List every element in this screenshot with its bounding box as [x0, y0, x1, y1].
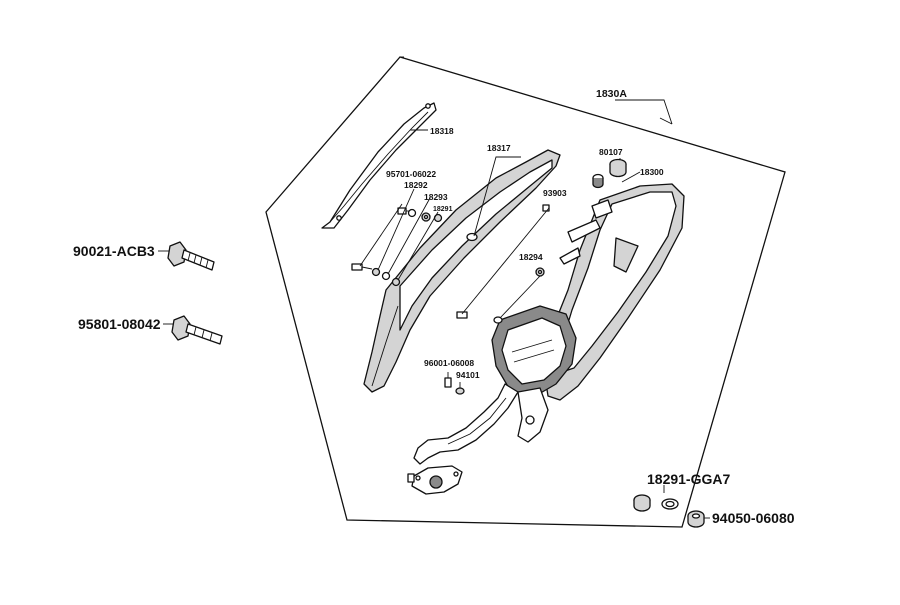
label-assembly-1830a: 1830A	[596, 88, 627, 100]
label-94101: 94101	[456, 370, 480, 380]
label-18293: 18293	[424, 192, 448, 202]
label-80107: 80107	[599, 147, 623, 157]
label-18292: 18292	[404, 180, 428, 190]
bolt-90021-part	[167, 241, 215, 271]
label-95801-08042: 95801-08042	[78, 316, 161, 332]
gasket-18291-gga7-part	[633, 494, 679, 512]
label-18294: 18294	[519, 252, 543, 262]
label-18317: 18317	[487, 143, 511, 153]
label-96001-06008: 96001-06008	[424, 358, 474, 368]
label-95701-06022: 95701-06022	[386, 169, 436, 179]
label-93903: 93903	[543, 188, 567, 198]
assembly-frame	[265, 56, 786, 528]
label-18291-gga7: 18291-GGA7	[647, 471, 730, 487]
nut-94050-part	[687, 510, 705, 528]
muffler-part	[491, 183, 685, 443]
cap-part	[592, 158, 627, 189]
label-90021-acb3: 90021-ACB3	[73, 243, 155, 259]
label-18291: 18291	[433, 206, 453, 213]
label-94050-06080: 94050-06080	[712, 510, 795, 526]
label-18318: 18318	[430, 126, 454, 136]
label-18300: 18300	[640, 167, 664, 177]
heat-shield-part	[363, 149, 561, 393]
bolt-95801-part	[171, 315, 223, 345]
heat-shield-cover-part	[321, 102, 437, 229]
small-fasteners	[351, 204, 550, 395]
leader-lines	[158, 56, 710, 519]
exhaust-pipe-part	[407, 383, 519, 495]
